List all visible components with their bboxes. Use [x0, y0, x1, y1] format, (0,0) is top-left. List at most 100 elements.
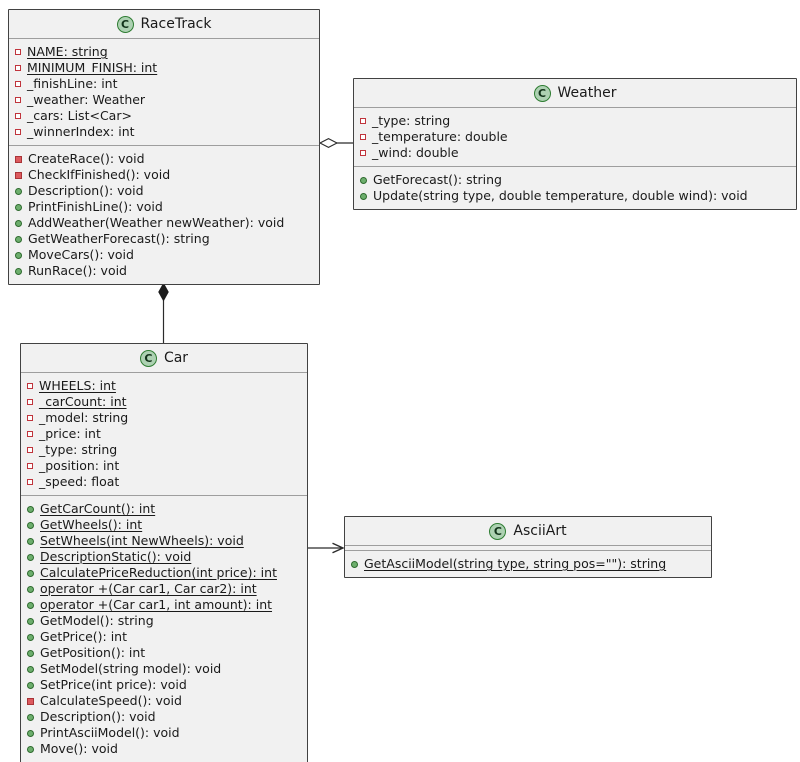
private-field-icon — [15, 65, 21, 71]
class-name: Weather — [557, 85, 617, 101]
class-racetrack-header: C RaceTrack — [9, 10, 319, 39]
method-text: GetPosition(): int — [40, 645, 146, 660]
field-text: _type: string — [372, 113, 451, 128]
method-text: Update(string type, double temperature, … — [373, 188, 748, 203]
method-row: Update(string type, double temperature, … — [360, 188, 790, 204]
private-field-icon — [15, 49, 21, 55]
method-row: RunRace(): void — [15, 263, 313, 279]
method-text: RunRace(): void — [28, 263, 127, 278]
class-car-header: C Car — [21, 344, 307, 373]
field-row: _price: int — [27, 426, 301, 442]
class-weather: C Weather _type: string_temperature: dou… — [353, 78, 797, 210]
method-text: GetWheels(): int — [40, 517, 143, 532]
method-row: PrintFinishLine(): void — [15, 199, 313, 215]
field-row: NAME: string — [15, 44, 313, 60]
public-method-icon — [27, 537, 34, 545]
class-name: RaceTrack — [140, 16, 212, 32]
method-row: Description(): void — [15, 183, 313, 199]
class-circle-icon: C — [116, 15, 134, 33]
field-text: MINIMUM_FINISH: int — [27, 60, 158, 75]
public-method-icon — [27, 617, 34, 625]
class-asciiart: C AsciiArt GetAsciiModel(string type, st… — [344, 516, 712, 578]
method-text: SetPrice(int price): void — [40, 677, 187, 692]
method-text: GetForecast(): string — [373, 172, 502, 187]
class-circle-icon: C — [139, 349, 157, 367]
method-text: CreateRace(): void — [28, 151, 145, 166]
method-row: operator +(Car car1, int amount): int — [27, 597, 301, 613]
class-asciiart-header: C AsciiArt — [345, 517, 711, 546]
field-text: _speed: float — [39, 474, 120, 489]
field-text: NAME: string — [27, 44, 108, 59]
field-row: _cars: List<Car> — [15, 108, 313, 124]
public-method-icon — [15, 235, 22, 243]
aggregation-edge-racetrack-weather — [318, 137, 353, 149]
public-method-icon — [15, 187, 22, 195]
field-row: MINIMUM_FINISH: int — [15, 60, 313, 76]
field-text: _carCount: int — [39, 394, 127, 409]
private-method-icon — [15, 155, 22, 163]
class-car: C Car WHEELS: int_carCount: int_model: s… — [20, 343, 308, 762]
method-row: GetPosition(): int — [27, 645, 301, 661]
method-row: Description(): void — [27, 709, 301, 725]
method-row: AddWeather(Weather newWeather): void — [15, 215, 313, 231]
method-text: DescriptionStatic(): void — [40, 549, 192, 564]
public-method-icon — [27, 681, 34, 689]
composition-edge-racetrack-car — [158, 282, 169, 343]
field-row: _type: string — [27, 442, 301, 458]
method-text: SetWheels(int NewWheels): void — [40, 533, 244, 548]
field-text: _type: string — [39, 442, 118, 457]
private-field-icon — [15, 97, 21, 103]
public-method-icon — [27, 585, 34, 593]
method-text: SetModel(string model): void — [40, 661, 222, 676]
method-row: GetCarCount(): int — [27, 501, 301, 517]
private-field-icon — [27, 399, 33, 405]
fields-compartment — [345, 546, 711, 551]
class-weather-header: C Weather — [354, 79, 796, 108]
method-row: MoveCars(): void — [15, 247, 313, 263]
method-text: Description(): void — [28, 183, 144, 198]
private-field-icon — [27, 383, 33, 389]
field-row: WHEELS: int — [27, 378, 301, 394]
public-method-icon — [27, 633, 34, 641]
method-row: GetModel(): string — [27, 613, 301, 629]
public-method-icon — [27, 569, 34, 577]
private-field-icon — [360, 118, 366, 124]
method-row: GetAsciiModel(string type, string pos=""… — [351, 556, 705, 572]
field-row: _carCount: int — [27, 394, 301, 410]
association-edge-car-asciiart — [308, 542, 345, 554]
public-method-icon — [27, 729, 34, 737]
field-row: _finishLine: int — [15, 76, 313, 92]
method-row: PrintAsciiModel(): void — [27, 725, 301, 741]
field-row: _weather: Weather — [15, 92, 313, 108]
public-method-icon — [27, 665, 34, 673]
public-method-icon — [351, 560, 358, 568]
field-row: _temperature: double — [360, 129, 790, 145]
field-text: _finishLine: int — [27, 76, 118, 91]
field-row: _model: string — [27, 410, 301, 426]
public-method-icon — [15, 251, 22, 259]
field-text: _wind: double — [372, 145, 459, 160]
field-text: _cars: List<Car> — [27, 108, 132, 123]
method-text: GetCarCount(): int — [40, 501, 156, 516]
private-field-icon — [15, 129, 21, 135]
method-row: CheckIfFinished(): void — [15, 167, 313, 183]
private-field-icon — [27, 447, 33, 453]
class-circle-icon: C — [489, 522, 507, 540]
public-method-icon — [27, 505, 34, 513]
method-row: DescriptionStatic(): void — [27, 549, 301, 565]
private-field-icon — [27, 479, 33, 485]
method-text: operator +(Car car1, int amount): int — [40, 597, 273, 612]
method-row: GetWeatherForecast(): string — [15, 231, 313, 247]
public-method-icon — [15, 219, 22, 227]
method-text: Description(): void — [40, 709, 156, 724]
method-row: Move(): void — [27, 741, 301, 757]
private-field-icon — [15, 113, 21, 119]
method-text: CheckIfFinished(): void — [28, 167, 171, 182]
method-row: GetWheels(): int — [27, 517, 301, 533]
method-row: SetPrice(int price): void — [27, 677, 301, 693]
method-text: CalculateSpeed(): void — [40, 693, 182, 708]
method-text: operator +(Car car1, Car car2): int — [40, 581, 257, 596]
